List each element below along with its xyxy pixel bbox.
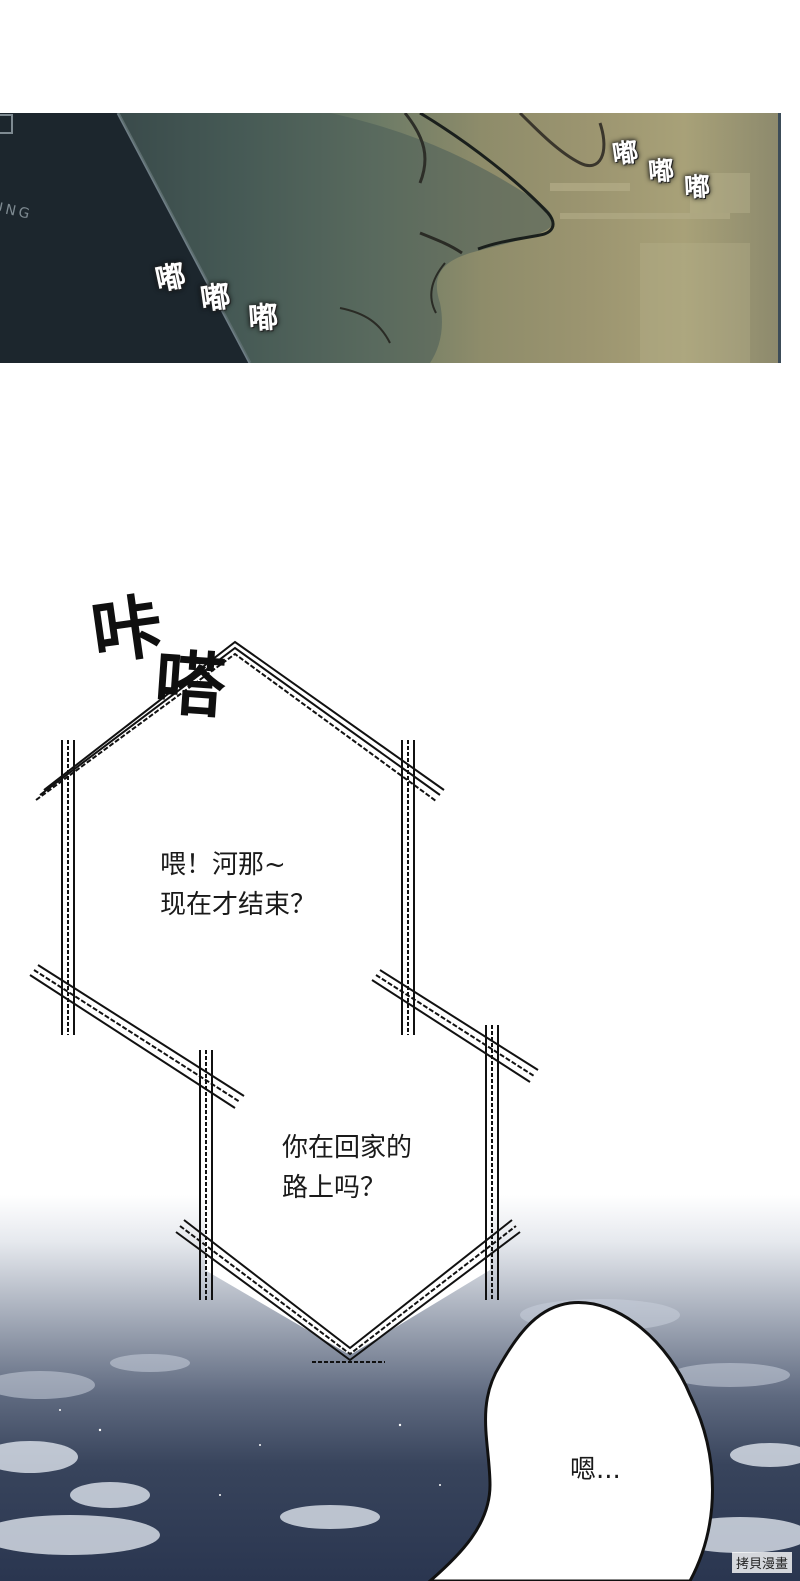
- balloon-3-shape: [427, 1301, 714, 1581]
- balloon-1-text: 喂！河那~ 现在才结束？: [160, 845, 316, 925]
- face-shadow: [118, 113, 554, 363]
- balloon-3-text: 嗯...: [570, 1455, 621, 1485]
- balloon-2-line-2: 路上吗？: [282, 1173, 387, 1203]
- sfx-click-1: 咔: [86, 583, 168, 676]
- comic-panel-phone-call: UNG 嘟 嘟 嘟 嘟 嘟 嘟: [0, 113, 781, 363]
- lips-line: [419, 231, 463, 255]
- balloon-2-text: 你在回家的 路上吗？: [282, 1128, 412, 1208]
- nose-line: [419, 113, 555, 251]
- balloon-2-line-1: 你在回家的: [282, 1133, 413, 1163]
- balloon-1-line-1: 喂！河那~: [160, 850, 286, 880]
- clouds: [0, 1299, 800, 1555]
- panel-illustration: [0, 113, 750, 363]
- balloon-1-line-2: 现在才结束？: [160, 890, 317, 920]
- chin-line: [339, 307, 391, 344]
- sfx-click-2: 嗒: [152, 640, 228, 729]
- watermark: 拷貝漫畫: [731, 1552, 792, 1573]
- cheek-line: [403, 113, 427, 184]
- phone-body: [0, 113, 250, 363]
- hair-line: [518, 113, 606, 167]
